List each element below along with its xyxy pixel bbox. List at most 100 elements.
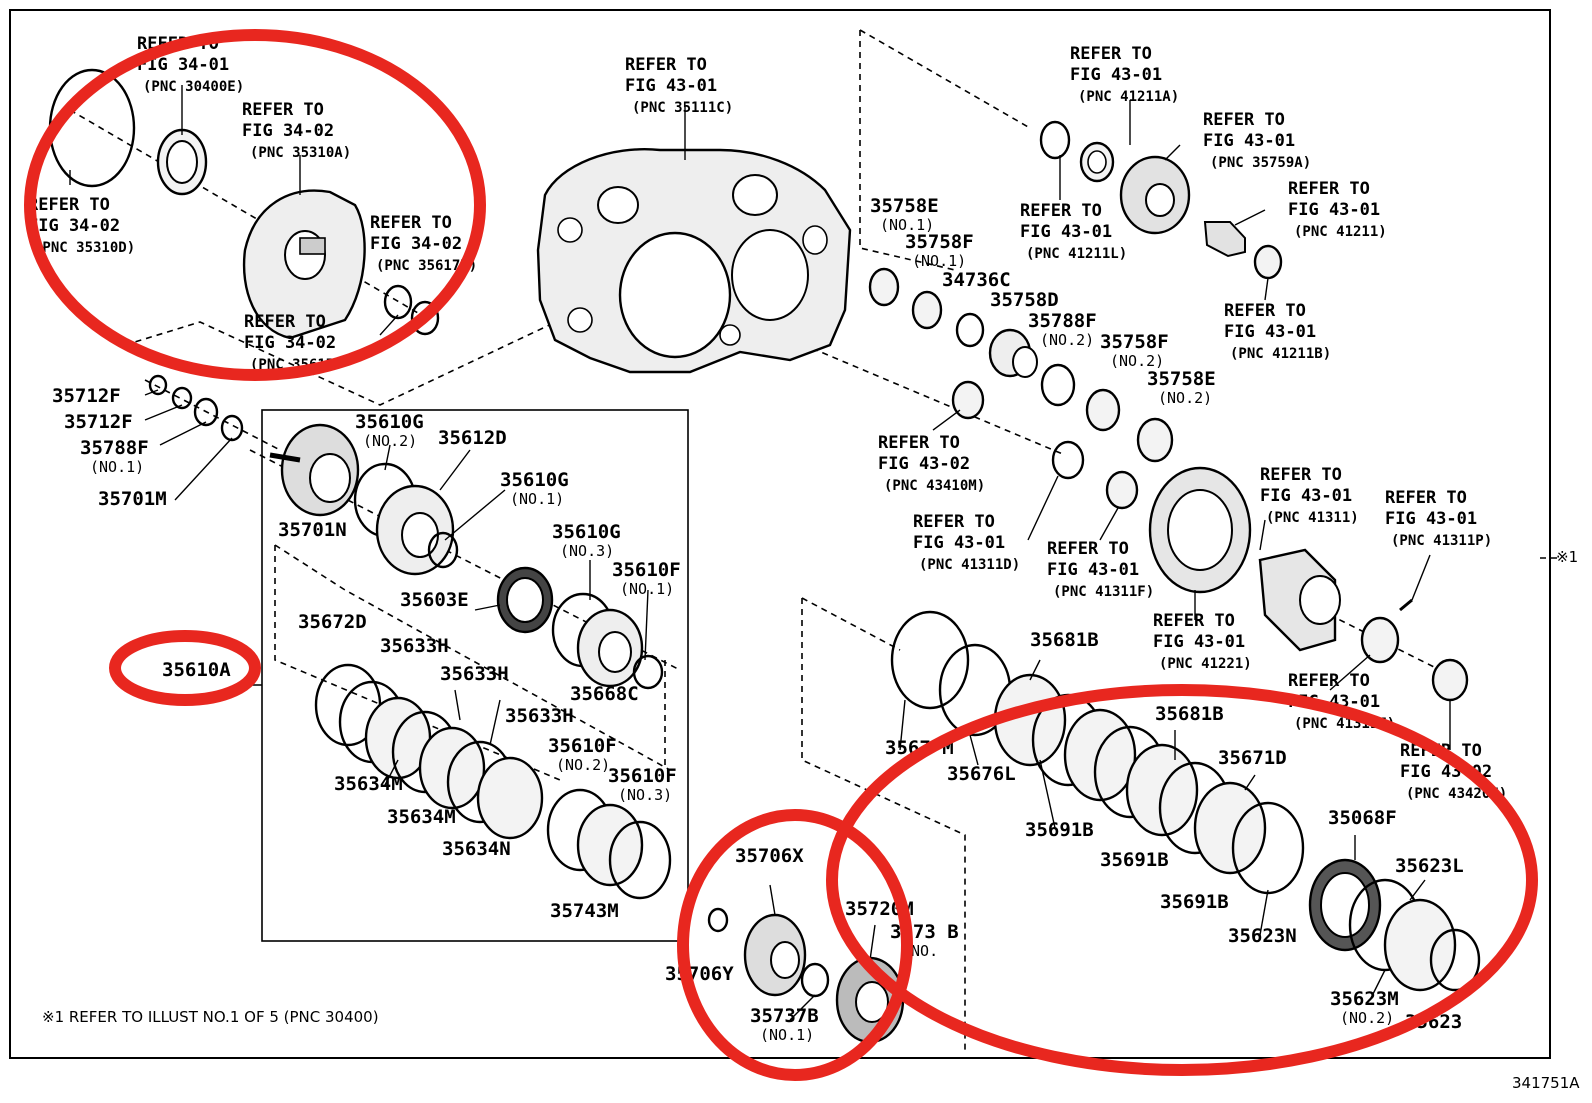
svg-text:(NO.1): (NO.1) (510, 490, 564, 508)
svg-text:(PNC 41211B): (PNC 41211B) (1230, 346, 1331, 362)
svg-text:FIG 43-01: FIG 43-01 (1260, 486, 1352, 506)
svg-text:FIG 34-02: FIG 34-02 (242, 121, 334, 141)
leader-lines (69, 85, 1451, 1021)
svg-text:(PNC 35310A): (PNC 35310A) (250, 145, 351, 161)
svg-text:35681B: 35681B (1030, 629, 1099, 651)
svg-text:35603E: 35603E (400, 589, 469, 611)
svg-text:(PNC 41221): (PNC 41221) (1159, 656, 1252, 672)
svg-text:35701M: 35701M (98, 488, 167, 510)
svg-text:FIG 43-01: FIG 43-01 (1385, 509, 1477, 529)
svg-text:(PNC 41311): (PNC 41311) (1266, 510, 1359, 526)
svg-text:REFER TO: REFER TO (244, 312, 326, 332)
svg-text:35634N: 35634N (442, 838, 511, 860)
svg-text:REFER TO: REFER TO (1047, 539, 1129, 559)
svg-text:35610A: 35610A (162, 659, 231, 681)
svg-text:REFER TO: REFER TO (1288, 179, 1370, 199)
svg-text:(NO.3): (NO.3) (618, 786, 672, 804)
svg-text:(PNC 41211): (PNC 41211) (1294, 224, 1387, 240)
svg-text:35623N: 35623N (1228, 925, 1297, 947)
svg-text:REFER TO: REFER TO (242, 100, 324, 120)
svg-text:(NO.2): (NO.2) (363, 432, 417, 450)
diagram-frame (9, 9, 1551, 1059)
svg-text:35691B: 35691B (1160, 891, 1229, 913)
highlight-circles (24, 29, 1538, 1081)
svg-text:35788F: 35788F (80, 437, 149, 459)
diagram-id: 341751A (1512, 1074, 1580, 1092)
svg-text:35634M: 35634M (334, 773, 403, 795)
svg-text:REFER TO: REFER TO (1153, 611, 1235, 631)
svg-text:FIG 43-02: FIG 43-02 (878, 454, 970, 474)
svg-text:(PNC 41211L): (PNC 41211L) (1026, 246, 1127, 262)
svg-text:(NO.3): (NO.3) (560, 542, 614, 560)
svg-text:35788F: 35788F (1028, 310, 1097, 332)
svg-text:35706X: 35706X (735, 845, 804, 867)
side-marker: ※1 (1556, 548, 1578, 566)
oil-pump-assembly (48, 68, 440, 340)
svg-text:35671D: 35671D (1218, 747, 1287, 769)
svg-text:35737B: 35737B (750, 1005, 819, 1027)
svg-text:35758F: 35758F (905, 231, 974, 253)
svg-text:FIG 43-01: FIG 43-01 (1288, 200, 1380, 220)
svg-text:FIG 43-01: FIG 43-01 (1203, 131, 1295, 151)
svg-text:35758E: 35758E (1147, 368, 1216, 390)
svg-text:35633H: 35633H (380, 635, 449, 657)
svg-text:34736C: 34736C (942, 269, 1011, 291)
svg-text:FIG 43-01: FIG 43-01 (1224, 322, 1316, 342)
svg-text:REFER TO: REFER TO (1260, 465, 1342, 485)
svg-text:35610F: 35610F (548, 735, 617, 757)
svg-text:REFER TO: REFER TO (878, 433, 960, 453)
svg-text:35706Y: 35706Y (665, 963, 734, 985)
subassembly-box (261, 409, 689, 942)
svg-text:35610G: 35610G (500, 469, 569, 491)
svg-text:(NO.1): (NO.1) (760, 1026, 814, 1044)
svg-text:35758D: 35758D (990, 289, 1059, 311)
svg-text:FIG 34-02: FIG 34-02 (28, 216, 120, 236)
svg-text:(NO.2): (NO.2) (1158, 389, 1212, 407)
svg-text:35610G: 35610G (355, 411, 424, 433)
svg-text:FIG 43-01: FIG 43-01 (625, 76, 717, 96)
lower-middle-parts (707, 907, 905, 1044)
svg-text:35668C: 35668C (570, 683, 639, 705)
svg-text:(NO.1): (NO.1) (90, 458, 144, 476)
svg-text:35691B: 35691B (1100, 849, 1169, 871)
svg-text:35623M: 35623M (1330, 988, 1399, 1010)
svg-text:35758F: 35758F (1100, 331, 1169, 353)
svg-text:35623L: 35623L (1395, 855, 1464, 877)
svg-text:REFER TO: REFER TO (1020, 201, 1102, 221)
svg-text:(PNC 35111C): (PNC 35111C) (632, 100, 733, 116)
svg-text:(PNC 35759A): (PNC 35759A) (1210, 155, 1311, 171)
svg-text:35676L: 35676L (947, 763, 1016, 785)
svg-text:FIG 43-01: FIG 43-01 (1070, 65, 1162, 85)
svg-text:(PNC 35310D): (PNC 35310D) (34, 240, 135, 256)
svg-text:35634M: 35634M (387, 806, 456, 828)
svg-text:(PNC 41211A): (PNC 41211A) (1078, 89, 1179, 105)
svg-text:(PNC 41311F): (PNC 41311F) (1053, 584, 1154, 600)
top-right-parts (868, 120, 1469, 702)
svg-text:35610G: 35610G (552, 521, 621, 543)
svg-text:FIG 43-01: FIG 43-01 (913, 533, 1005, 553)
svg-text:(NO.2): (NO.2) (1110, 352, 1164, 370)
svg-text:FIG 34-01: FIG 34-01 (137, 55, 229, 75)
lower-right-clutch-pack (890, 610, 1481, 992)
footnote: ※1 REFER TO ILLUST NO.1 OF 5 (PNC 30400) (42, 1008, 379, 1026)
svg-text:35712F: 35712F (64, 411, 133, 433)
svg-text:(NO.2): (NO.2) (1340, 1009, 1394, 1027)
svg-text:35758E: 35758E (870, 195, 939, 217)
svg-text:(NO.2): (NO.2) (1040, 331, 1094, 349)
svg-text:(PNC 30400E): (PNC 30400E) (143, 79, 244, 95)
svg-text:35691B: 35691B (1025, 819, 1094, 841)
svg-text:35633H: 35633H (505, 705, 574, 727)
svg-text:35068F: 35068F (1328, 807, 1397, 829)
svg-text:35612D: 35612D (438, 427, 507, 449)
svg-text:REFER TO: REFER TO (913, 512, 995, 532)
svg-text:REFER TO: REFER TO (1070, 44, 1152, 64)
left-small-rings (148, 374, 244, 442)
svg-text:REFER TO: REFER TO (1385, 488, 1467, 508)
svg-text:(PNC 41311D): (PNC 41311D) (919, 557, 1020, 573)
svg-text:FIG 43-01: FIG 43-01 (1020, 222, 1112, 242)
svg-text:(NO.2): (NO.2) (556, 756, 610, 774)
svg-text:35610F: 35610F (608, 765, 677, 787)
svg-text:(PNC 41311P): (PNC 41311P) (1391, 533, 1492, 549)
highlight-oil-pump (24, 29, 486, 381)
